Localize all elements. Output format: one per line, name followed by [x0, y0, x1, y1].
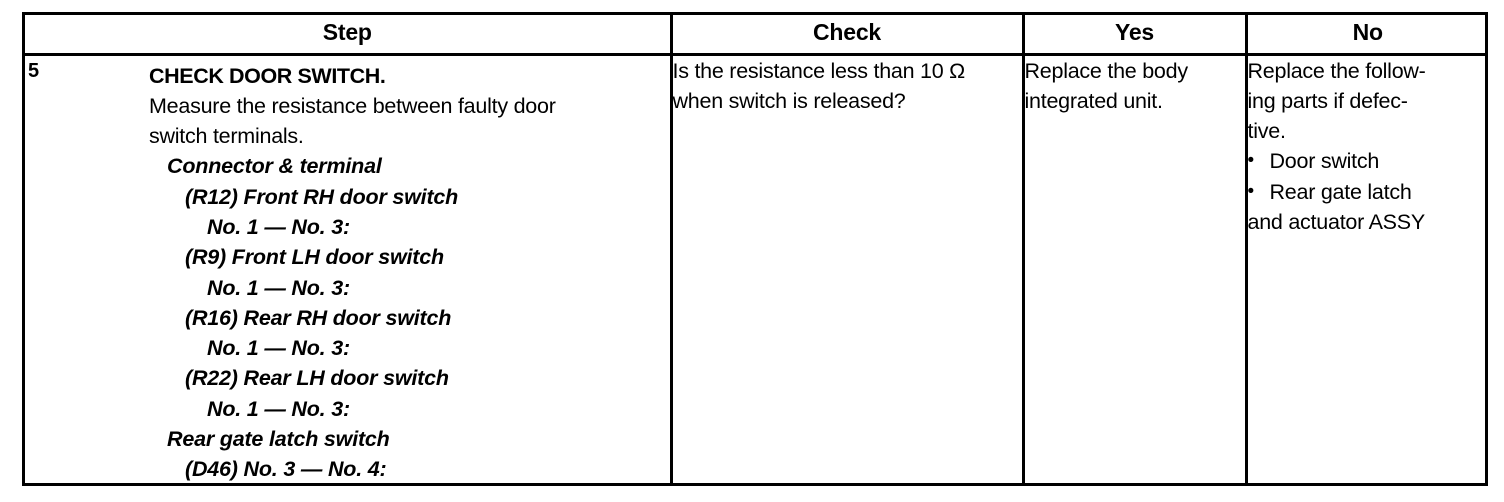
table-header-row: Step Check Yes No	[25, 15, 1488, 56]
column-header-check: Check	[671, 15, 1023, 56]
no-line: tive.	[1247, 119, 1286, 144]
step-content: CHECK DOOR SWITCH. Measure the resistance…	[25, 56, 670, 485]
check-line: Is the resistance less than 10 Ω	[672, 58, 966, 83]
no-content: Replace the follow-ing parts if defec-ti…	[1248, 56, 1489, 238]
yes-content: Replace the body integrated unit.	[1025, 56, 1245, 117]
diagnostic-step-table: Step Check Yes No 5 CHECK DOOR SWITCH. Me…	[22, 12, 1488, 486]
column-header-yes: Yes	[1023, 15, 1246, 56]
column-header-step: Step	[25, 15, 671, 56]
step-line: Measure the resistance between faulty do…	[149, 93, 556, 118]
no-line: ing parts if defec-	[1247, 88, 1408, 113]
step-line: No. 1 — No. 3:	[207, 275, 350, 300]
cell-no: Replace the follow-ing parts if defec-ti…	[1246, 54, 1488, 485]
yes-line: Replace the body	[1024, 58, 1189, 83]
cell-step: 5 CHECK DOOR SWITCH. Measure the resistan…	[25, 54, 671, 485]
check-content: Is the resistance less than 10 Ω when swi…	[673, 56, 1022, 117]
check-line: when switch is released?	[672, 88, 906, 113]
no-bullet-label: Rear gate latch	[1269, 179, 1412, 204]
bullet-icon: •	[1247, 150, 1255, 172]
no-line: and actuator ASSY	[1247, 209, 1426, 234]
step-line: (R12) Front RH door switch	[185, 184, 459, 209]
step-line: (R16) Rear RH door switch	[185, 305, 452, 330]
cell-check: Is the resistance less than 10 Ω when swi…	[671, 54, 1023, 485]
step-line: (D46) No. 3 — No. 4:	[185, 457, 387, 482]
step-line: Rear gate latch switch	[167, 427, 390, 452]
no-bullet-item: • Door switch	[1248, 146, 1489, 176]
step-table: Step Check Yes No 5 CHECK DOOR SWITCH. Me…	[25, 15, 1488, 485]
bullet-icon: •	[1247, 180, 1255, 202]
no-bullet-item: • Rear gate latch	[1248, 177, 1489, 207]
step-line: No. 1 — No. 3:	[207, 396, 350, 421]
no-bullet-label: Door switch	[1269, 149, 1380, 174]
step-number: 5	[28, 59, 40, 82]
table-row: 5 CHECK DOOR SWITCH. Measure the resistan…	[25, 54, 1488, 485]
step-line: (R9) Front LH door switch	[185, 245, 444, 270]
no-line: Replace the follow-	[1247, 58, 1426, 83]
step-line: Connector & terminal	[167, 154, 382, 179]
cell-yes: Replace the body integrated unit.	[1023, 54, 1246, 485]
step-line: No. 1 — No. 3:	[207, 214, 350, 239]
step-line: CHECK DOOR SWITCH.	[149, 63, 386, 88]
step-line: (R22) Rear LH door switch	[185, 366, 449, 391]
column-header-no: No	[1246, 15, 1488, 56]
step-line: No. 1 — No. 3:	[207, 336, 350, 361]
yes-line: integrated unit.	[1024, 88, 1164, 113]
step-line: switch terminals.	[149, 124, 304, 149]
